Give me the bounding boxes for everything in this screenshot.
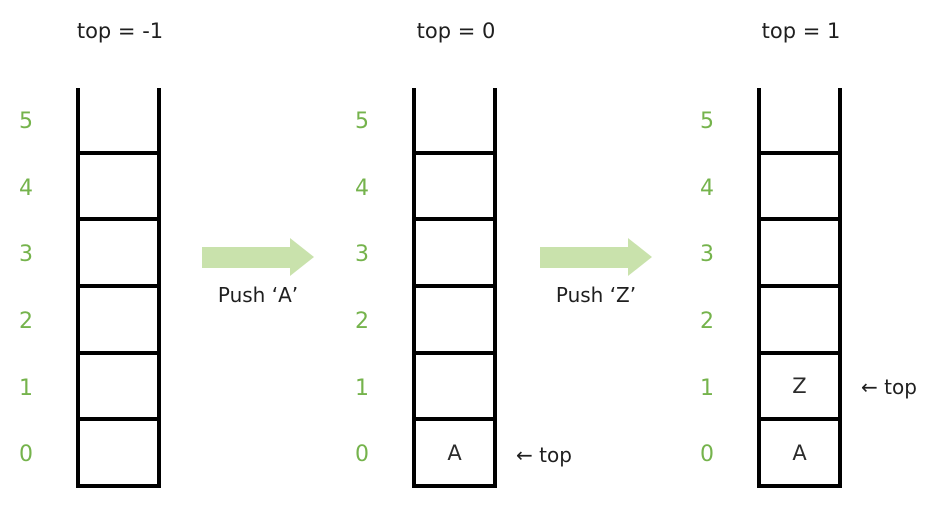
push-label: Push ‘Z’ [555, 283, 637, 307]
arrow-head [628, 238, 652, 276]
stack-cell [416, 88, 493, 151]
index-label: 3 [700, 242, 714, 268]
stack-cell [761, 88, 838, 151]
index-label: 2 [700, 308, 714, 334]
stack-cell [80, 88, 157, 151]
stack-cell: A [761, 417, 838, 484]
stack-cell [80, 217, 157, 284]
index-label: 1 [19, 375, 33, 401]
stack-cell [761, 284, 838, 351]
index-label: 1 [700, 375, 714, 401]
index-label: 4 [355, 175, 369, 201]
index-label: 5 [19, 108, 33, 134]
stack2-index-column: 5 4 3 2 1 0 [344, 88, 380, 488]
stack-cell [80, 350, 157, 418]
index-label: 0 [355, 442, 369, 468]
index-label: 5 [355, 108, 369, 134]
top-pointer-label: ← top [861, 375, 917, 399]
stack-cell [416, 217, 493, 284]
index-label: 3 [19, 242, 33, 268]
stack3-title: top = 1 [761, 19, 841, 43]
stack1-index-column: 5 4 3 2 1 0 [8, 88, 44, 488]
top-pointer-label: ← top [516, 443, 572, 467]
stack-cell [761, 150, 838, 218]
stack-cell [761, 217, 838, 284]
stack-cell [416, 150, 493, 218]
stack2-title: top = 0 [416, 19, 496, 43]
push-arrow-icon [202, 238, 314, 277]
stack2: A [412, 88, 497, 488]
stack-cell: A [416, 417, 493, 484]
push-label: Push ‘A’ [217, 283, 299, 307]
arrow-body [540, 247, 628, 268]
index-label: 4 [19, 175, 33, 201]
stack-cell [80, 150, 157, 218]
index-label: 3 [355, 242, 369, 268]
stack-cell [416, 284, 493, 351]
arrow-head [290, 238, 314, 276]
stack1-title: top = -1 [76, 19, 164, 43]
stack1 [76, 88, 161, 488]
stack-cell: Z [761, 350, 838, 418]
index-label: 0 [19, 442, 33, 468]
index-label: 5 [700, 108, 714, 134]
index-label: 2 [19, 308, 33, 334]
stack3: Z A [757, 88, 842, 488]
index-label: 2 [355, 308, 369, 334]
stack-cell [416, 350, 493, 418]
push-arrow-icon [540, 238, 652, 277]
stack3-index-column: 5 4 3 2 1 0 [689, 88, 725, 488]
stack-cell [80, 284, 157, 351]
arrow-body [202, 247, 290, 268]
index-label: 0 [700, 442, 714, 468]
index-label: 4 [700, 175, 714, 201]
stack-cell [80, 417, 157, 484]
index-label: 1 [355, 375, 369, 401]
